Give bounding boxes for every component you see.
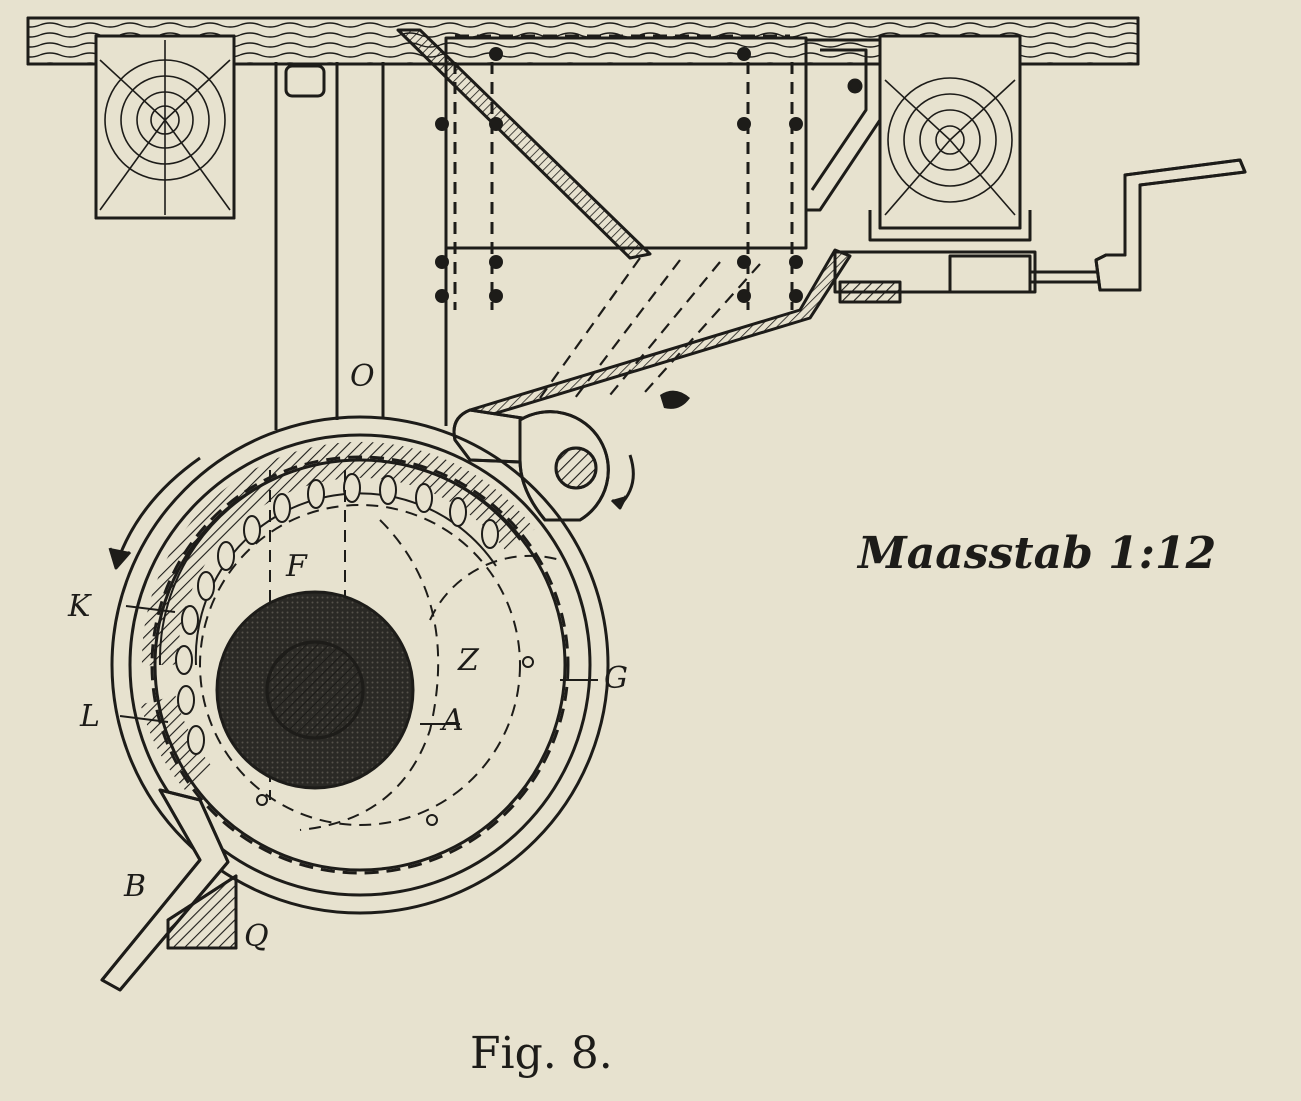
ink-blot (660, 390, 690, 409)
right-bracket (806, 38, 882, 212)
material-flow-lines (539, 257, 761, 399)
label-z: Z (458, 643, 479, 678)
label-f: F (286, 549, 307, 584)
label-b: B (124, 869, 147, 904)
lever-b (100, 788, 230, 992)
block-q (166, 874, 238, 950)
figure-caption: Fig. 8. (470, 1028, 613, 1079)
label-o: O (350, 359, 375, 394)
cam-wheel (518, 410, 635, 522)
label-q: Q (244, 919, 269, 954)
label-k: K (68, 589, 91, 624)
central-roll (215, 590, 415, 790)
label-l: L (80, 699, 100, 734)
scale-label: Maasstab 1:12 (858, 528, 1217, 579)
crank-handle (833, 158, 1247, 304)
left-log (94, 34, 236, 220)
label-g: G (604, 661, 628, 696)
hopper (396, 28, 808, 310)
leader-lines (119, 605, 598, 725)
rotation-arrow (108, 456, 201, 570)
label-a: A (442, 703, 464, 738)
right-log (868, 34, 1032, 242)
main-drum (110, 415, 610, 915)
chute (452, 248, 852, 464)
